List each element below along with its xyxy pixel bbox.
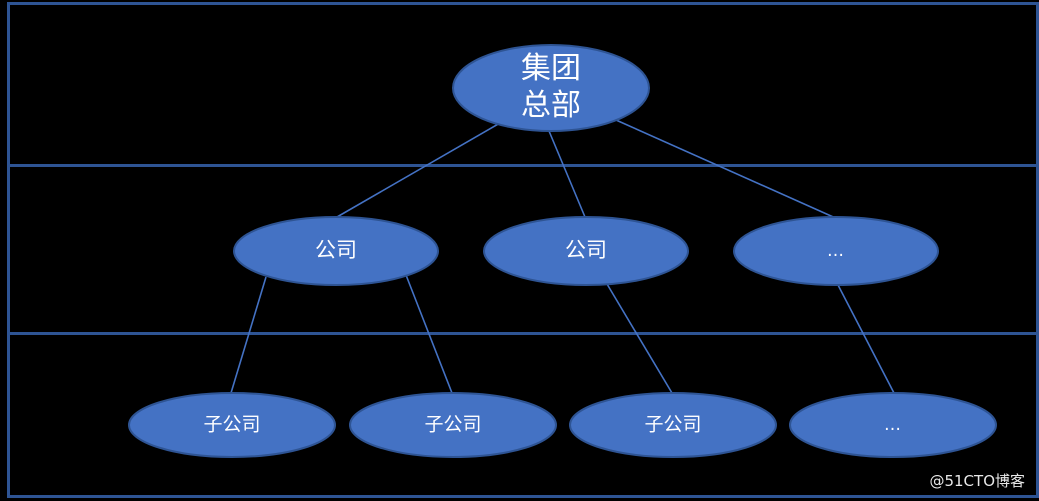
- node-label-hq-line1: 集团: [521, 51, 581, 86]
- node-company-more[interactable]: …: [733, 216, 939, 286]
- node-sub-2[interactable]: 子公司: [349, 392, 557, 458]
- connector-company2-sub3: [606, 283, 673, 394]
- node-label-company-more: …: [827, 241, 845, 261]
- node-label-company-2: 公司: [565, 238, 607, 262]
- node-sub-3[interactable]: 子公司: [569, 392, 777, 458]
- connector-company1-sub2: [405, 274, 453, 394]
- node-shape-company-more[interactable]: [733, 216, 939, 286]
- connector-companymore-sub-more: [837, 284, 895, 394]
- connector-hq-company-more: [615, 119, 841, 221]
- node-label-sub-2: 子公司: [424, 414, 481, 436]
- node-shape-sub-2[interactable]: [349, 392, 557, 458]
- node-shape-sub-1[interactable]: [128, 392, 336, 458]
- node-shape-hq[interactable]: [452, 44, 650, 132]
- node-company-1[interactable]: 公司: [233, 216, 439, 286]
- diagram-frame: [7, 2, 1039, 498]
- node-label-sub-more: …: [884, 415, 902, 435]
- connector-hq-company-1: [336, 122, 501, 218]
- node-company-2[interactable]: 公司: [483, 216, 689, 286]
- node-shape-sub-more[interactable]: [789, 392, 997, 458]
- node-label-company-1: 公司: [315, 238, 357, 262]
- node-shape-company-2[interactable]: [483, 216, 689, 286]
- node-sub-1[interactable]: 子公司: [128, 392, 336, 458]
- frame-border: [7, 2, 1039, 498]
- connector-hq-company-2: [548, 130, 586, 218]
- connector-company1-sub1: [230, 276, 267, 394]
- node-label-hq-line2: 总部: [521, 88, 581, 123]
- tier-company: 公司 公司 …: [233, 216, 939, 286]
- node-label-sub-1: 子公司: [203, 414, 260, 436]
- node-sub-more[interactable]: …: [789, 392, 997, 458]
- node-label-sub-3: 子公司: [644, 414, 701, 436]
- tier-subsidiary: 子公司 子公司 子公司 …: [128, 392, 997, 458]
- node-shape-company-1[interactable]: [233, 216, 439, 286]
- node-shape-sub-3[interactable]: [569, 392, 777, 458]
- watermark-label: @51CTO博客: [929, 472, 1025, 490]
- connector-group: [230, 119, 895, 394]
